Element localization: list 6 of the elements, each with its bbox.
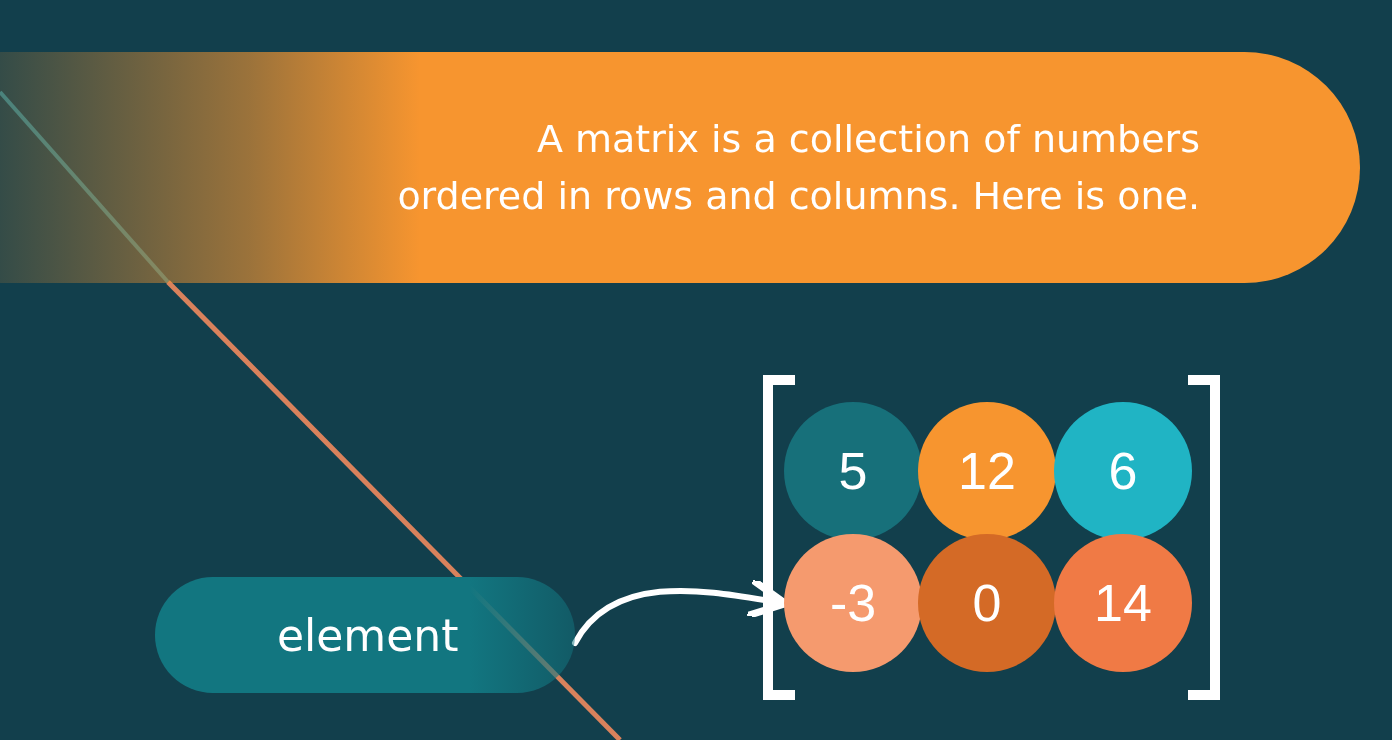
- matrix-element-circle: 14: [1054, 534, 1192, 672]
- label-text: element: [277, 609, 459, 661]
- banner-text: A matrix is a collection of numbers ordered in rows and columns. Here is one.: [396, 115, 1200, 220]
- banner: [0, 52, 1360, 283]
- matrix-element-circle: -3: [784, 534, 922, 672]
- matrix-element-circle: 0: [918, 534, 1056, 672]
